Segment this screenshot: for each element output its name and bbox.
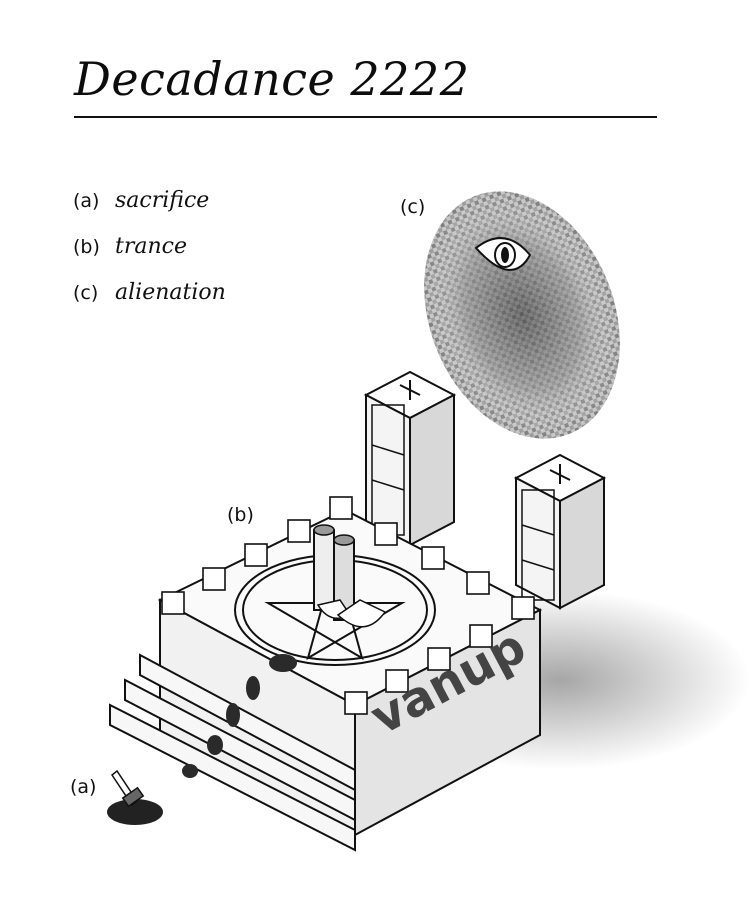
legend-item: (c) alienation (73, 280, 226, 326)
legend-label: sacrifice (115, 188, 210, 213)
page-title: Decadance 2222 (74, 52, 470, 106)
legend-label: alienation (115, 280, 226, 305)
callout-c: (c) (400, 196, 426, 218)
legend-key: (c) (73, 282, 99, 304)
legend-item: (b) trance (73, 234, 226, 280)
legend-key: (a) (73, 190, 100, 212)
callout-b: (b) (227, 504, 254, 526)
legend-label: trance (115, 234, 187, 259)
knife-icon (107, 769, 163, 825)
severed-feet-icon (313, 524, 387, 628)
speaker-cabinet-icon (363, 370, 457, 547)
speaker-cabinet-icon (513, 453, 607, 610)
alien-cloud (424, 191, 620, 439)
legend-key: (b) (73, 236, 100, 258)
legend-item: (a) sacrifice (73, 188, 226, 234)
stairs (109, 653, 356, 852)
blood-trail (182, 654, 297, 778)
legend: (a) sacrifice (b) trance (c) alienation (73, 188, 226, 326)
eye-icon (474, 237, 532, 271)
ritual-platform (109, 496, 543, 852)
battlements (161, 496, 535, 715)
title-underline (74, 116, 657, 118)
callout-a: (a) (70, 776, 97, 798)
